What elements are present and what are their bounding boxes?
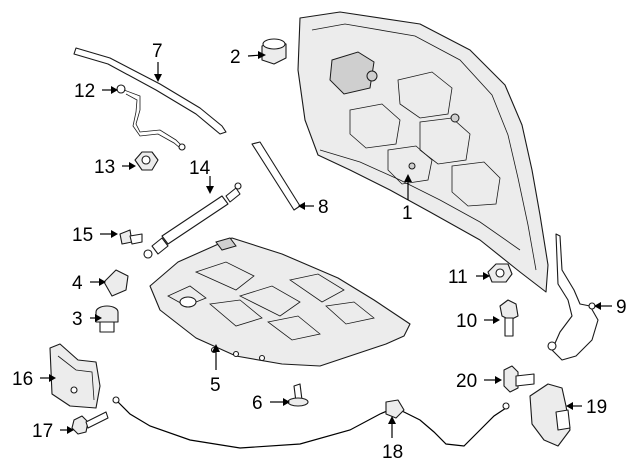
callout-9: 9	[616, 297, 627, 318]
part-2-bumper-stop	[261, 38, 287, 65]
callout-6: 6	[252, 393, 263, 414]
callout-8: 8	[318, 197, 329, 218]
callout-7: 7	[152, 41, 163, 62]
callout-11: 11	[448, 267, 468, 288]
leader-lines	[40, 51, 612, 438]
part-6-push-pin	[287, 383, 309, 407]
callout-5: 5	[210, 375, 221, 396]
part-1-hood-panel	[297, 11, 549, 293]
callout-1: 1	[402, 203, 413, 224]
part-5-hood-insulator	[149, 237, 411, 367]
callout-13: 13	[94, 157, 115, 178]
part-14-gas-strut	[143, 182, 242, 259]
callout-3: 3	[72, 309, 83, 330]
part-10-bolt	[499, 299, 519, 337]
part-20-bolt	[503, 365, 535, 393]
part-13-nut	[134, 151, 159, 171]
callout-19: 19	[586, 397, 607, 418]
callout-18: 18	[382, 442, 403, 463]
callout-4: 4	[72, 273, 83, 294]
part-4-clip	[103, 269, 129, 297]
part-11-nut	[487, 263, 513, 283]
callout-10: 10	[456, 311, 477, 332]
part-12-cable-bracket	[116, 84, 186, 151]
callout-12: 12	[74, 81, 95, 102]
callout-20: 20	[456, 371, 477, 392]
part-16-latch-bracket	[49, 343, 101, 409]
part-17-bolt	[71, 411, 109, 435]
part-8-seal-strip	[251, 141, 301, 211]
part-19-latch	[529, 383, 571, 447]
callout-14: 14	[189, 158, 211, 179]
callout-17: 17	[32, 421, 53, 442]
callout-labels: 1 2 3 4 5 6 7 8 9 10 11 12 13 14 15 16 1…	[12, 41, 627, 463]
callout-15: 15	[72, 225, 93, 246]
part-9-hood-hinge	[547, 233, 599, 361]
part-7-weatherstrip	[73, 47, 227, 135]
callout-16: 16	[12, 369, 33, 390]
part-18-release-cable	[112, 396, 510, 449]
callout-2: 2	[230, 47, 241, 68]
part-3-bumper	[95, 305, 119, 333]
part-15-push-pin	[119, 229, 143, 245]
